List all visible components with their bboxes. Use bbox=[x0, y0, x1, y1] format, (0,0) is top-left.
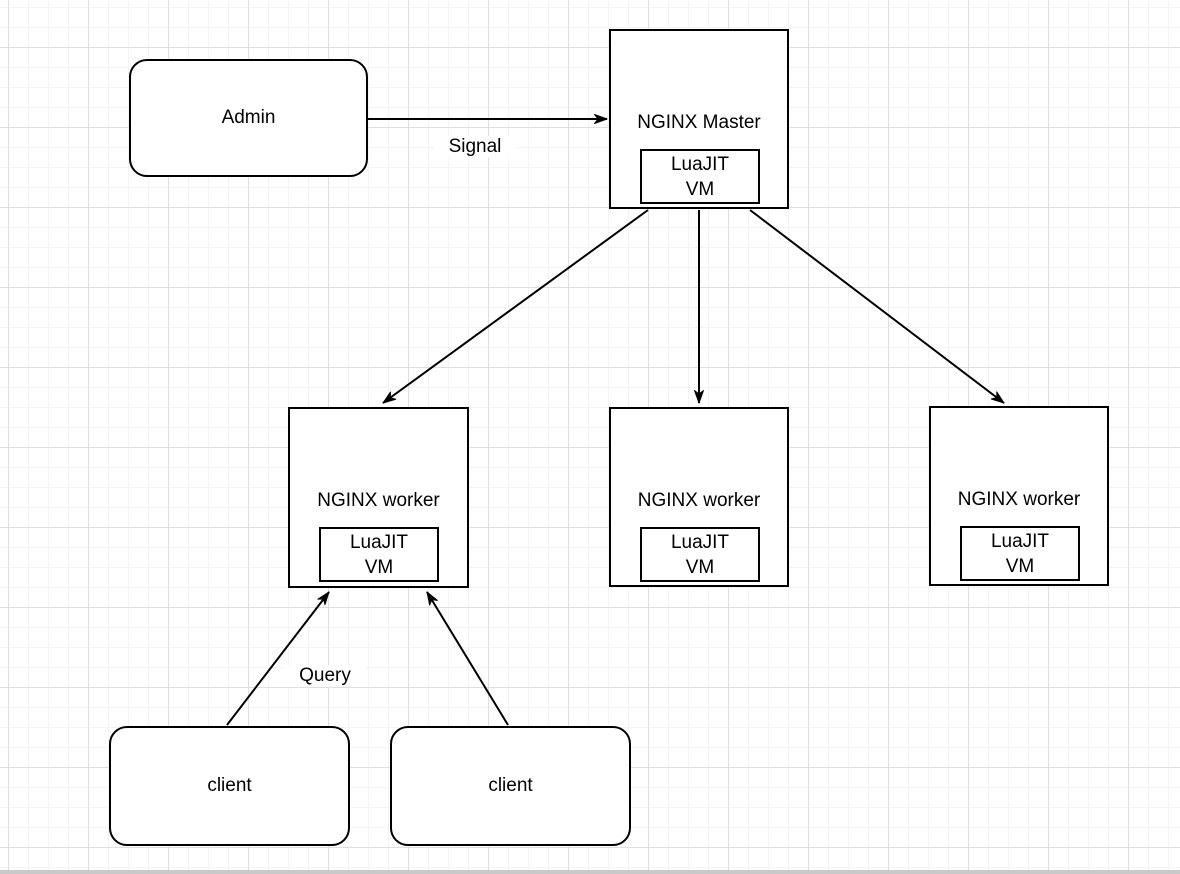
node-client-1[interactable]: client bbox=[109, 726, 350, 846]
node-nginx-worker-2-title: NGINX worker bbox=[637, 490, 761, 511]
node-nginx-worker-1[interactable]: NGINX worker LuaJIT VM bbox=[288, 407, 469, 588]
luajit-vm-line1: LuaJIT bbox=[349, 532, 409, 553]
edge-label-signal[interactable]: Signal bbox=[435, 136, 515, 158]
node-client-2-label: client bbox=[488, 775, 533, 796]
node-admin[interactable]: Admin bbox=[129, 59, 368, 177]
node-nginx-worker-1-title: NGINX worker bbox=[317, 490, 440, 511]
node-nginx-worker-3[interactable]: NGINX worker LuaJIT VM bbox=[929, 406, 1109, 586]
edge-client-2-to-worker-1[interactable] bbox=[426, 591, 509, 726]
edge-master-to-worker-1[interactable] bbox=[382, 209, 649, 404]
node-nginx-master[interactable]: NGINX Master LuaJIT VM bbox=[609, 29, 789, 209]
node-nginx-worker-2-luajit-vm[interactable]: LuaJIT VM bbox=[640, 527, 760, 582]
edge-master-to-worker-3[interactable] bbox=[749, 209, 1005, 404]
node-admin-label: Admin bbox=[221, 107, 276, 128]
luajit-vm-line1: LuaJIT bbox=[990, 531, 1050, 552]
luajit-vm-line1: LuaJIT bbox=[670, 154, 730, 175]
node-nginx-master-title: NGINX Master bbox=[637, 112, 761, 133]
luajit-vm-line2: VM bbox=[1005, 556, 1035, 577]
node-nginx-master-luajit-vm[interactable]: LuaJIT VM bbox=[640, 149, 760, 204]
node-client-2[interactable]: client bbox=[390, 726, 631, 846]
luajit-vm-line2: VM bbox=[685, 179, 715, 200]
node-client-1-label: client bbox=[207, 775, 252, 796]
luajit-vm-line2: VM bbox=[364, 557, 394, 578]
node-nginx-worker-2[interactable]: NGINX worker LuaJIT VM bbox=[609, 407, 789, 587]
node-nginx-worker-1-luajit-vm[interactable]: LuaJIT VM bbox=[319, 527, 439, 582]
node-nginx-worker-3-luajit-vm[interactable]: LuaJIT VM bbox=[960, 526, 1080, 581]
edge-client-1-to-worker-1[interactable] bbox=[226, 591, 330, 726]
luajit-vm-line2: VM bbox=[685, 557, 715, 578]
canvas-bottom-edge bbox=[0, 870, 1180, 874]
node-nginx-worker-3-title: NGINX worker bbox=[957, 489, 1081, 510]
luajit-vm-line1: LuaJIT bbox=[670, 532, 730, 553]
edge-label-query[interactable]: Query bbox=[285, 665, 365, 687]
